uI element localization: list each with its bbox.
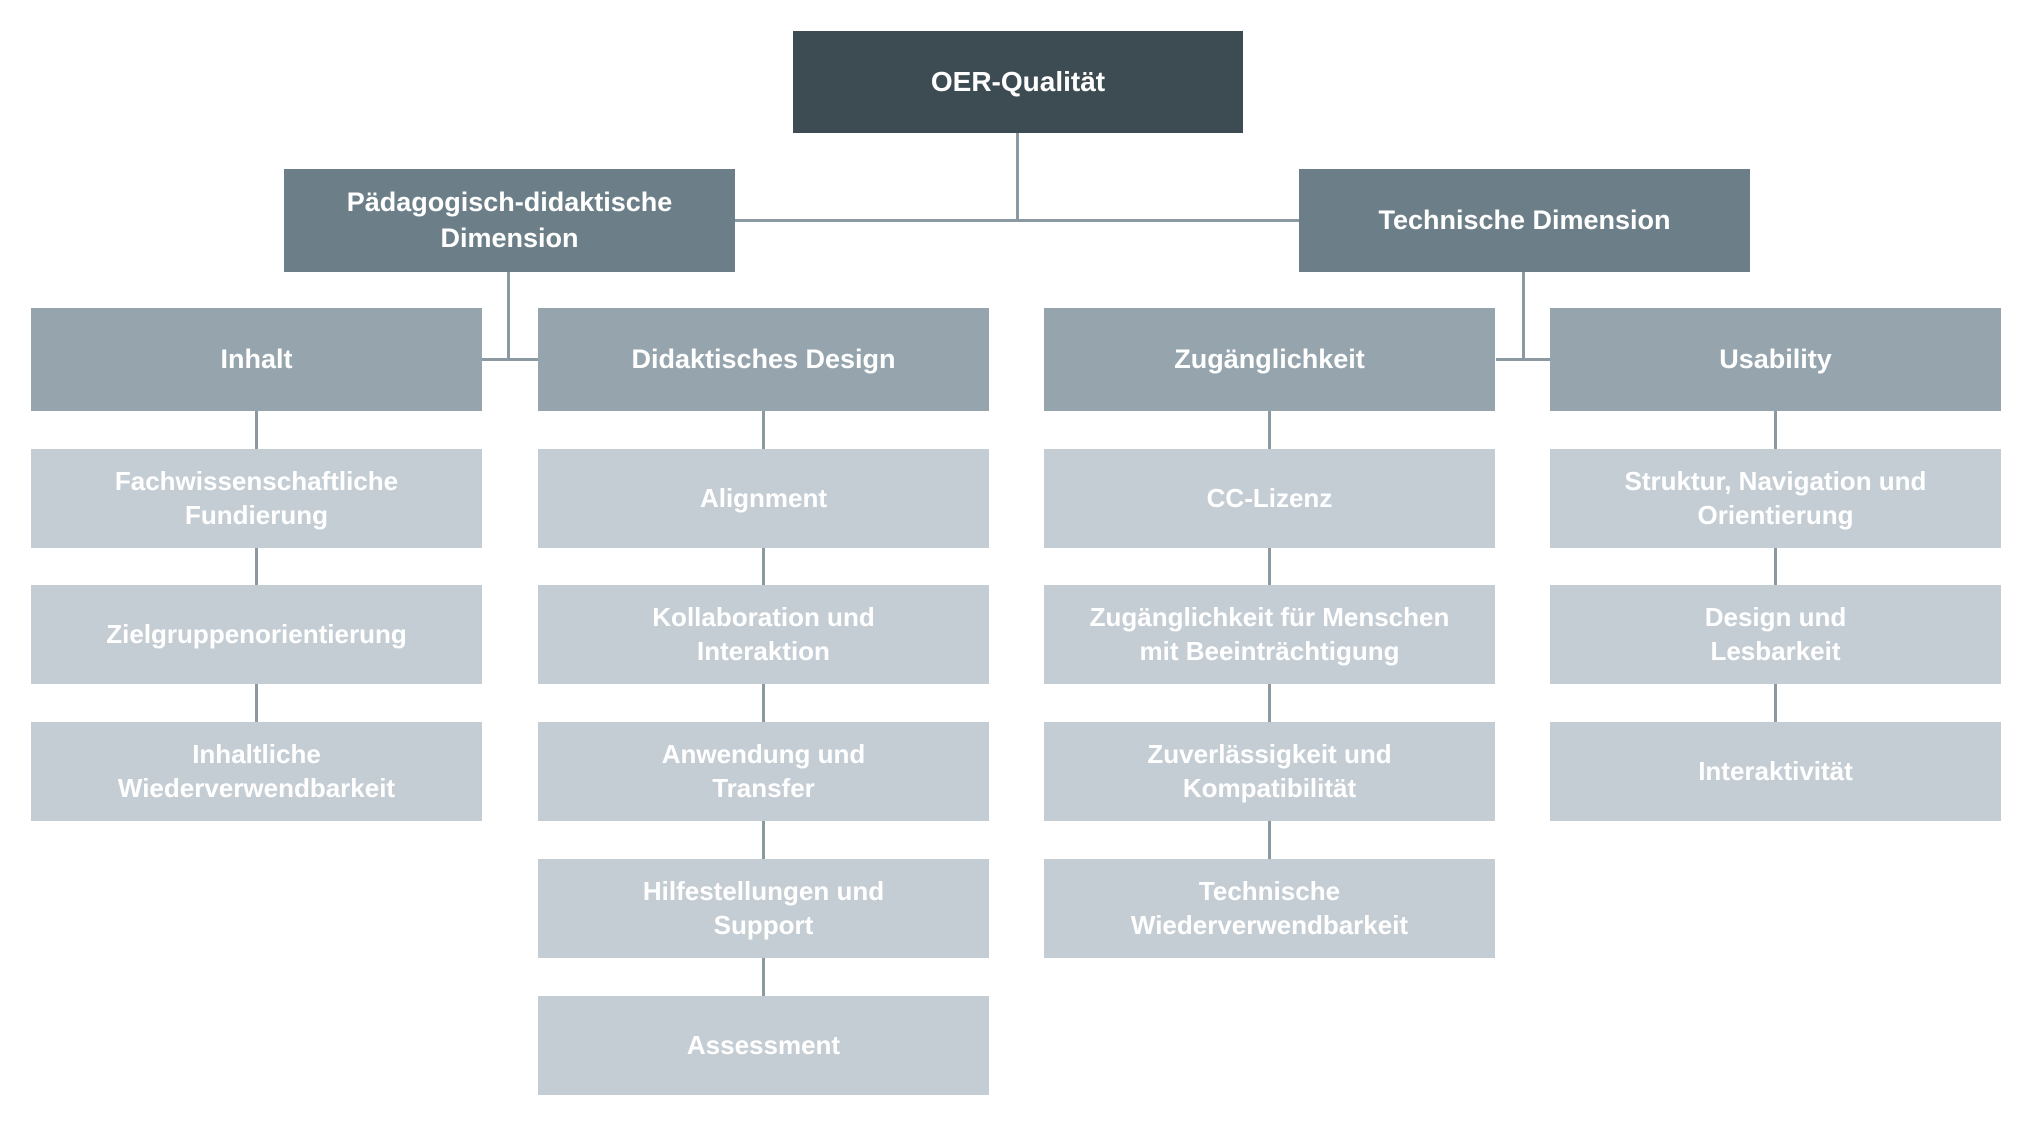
node-inhaltliche-wiederverwendbarkeit: Inhaltliche Wiederverwendbarkeit <box>31 722 482 821</box>
node-alignment: Alignment <box>538 449 989 548</box>
node-technische-dimension: Technische Dimension <box>1299 169 1750 272</box>
node-design-und-lesbarkeit: Design und Lesbarkeit <box>1550 585 2001 684</box>
node-fachwissenschaftliche-fundierung: Fachwissenschaftliche Fundierung <box>31 449 482 548</box>
node-anwendung-und-transfer: Anwendung und Transfer <box>538 722 989 821</box>
connector-line <box>482 358 538 361</box>
connector-line <box>735 219 1299 222</box>
connector-line <box>1016 133 1019 221</box>
connector-line <box>1522 272 1525 361</box>
node-zuverlaessigkeit-und-kompatibilitaet: Zuverlässigkeit und Kompatibilität <box>1044 722 1495 821</box>
node-kollaboration-und-interaktion: Kollaboration und Interaktion <box>538 585 989 684</box>
node-zielgruppenorientierung: Zielgruppenorientierung <box>31 585 482 684</box>
node-cc-lizenz: CC-Lizenz <box>1044 449 1495 548</box>
connector-line <box>507 272 510 361</box>
connector-line <box>1496 358 1550 361</box>
node-zugaenglichkeit: Zugänglichkeit <box>1044 308 1495 411</box>
node-hilfestellungen-und-support: Hilfestellungen und Support <box>538 859 989 958</box>
node-technische-wiederverwendbarkeit: Technische Wiederverwendbarkeit <box>1044 859 1495 958</box>
node-zugaenglichkeit-fuer-menschen: Zugänglichkeit für Menschen mit Beeinträ… <box>1044 585 1495 684</box>
node-assessment: Assessment <box>538 996 989 1095</box>
node-paedagogisch-didaktische-dimension: Pädagogisch-didaktische Dimension <box>284 169 735 272</box>
node-didaktisches-design: Didaktisches Design <box>538 308 989 411</box>
node-inhalt: Inhalt <box>31 308 482 411</box>
node-interaktivitaet: Interaktivität <box>1550 722 2001 821</box>
node-struktur-navigation-orientierung: Struktur, Navigation und Orientierung <box>1550 449 2001 548</box>
node-oer-qualitaet: OER-Qualität <box>793 31 1243 133</box>
node-usability: Usability <box>1550 308 2001 411</box>
